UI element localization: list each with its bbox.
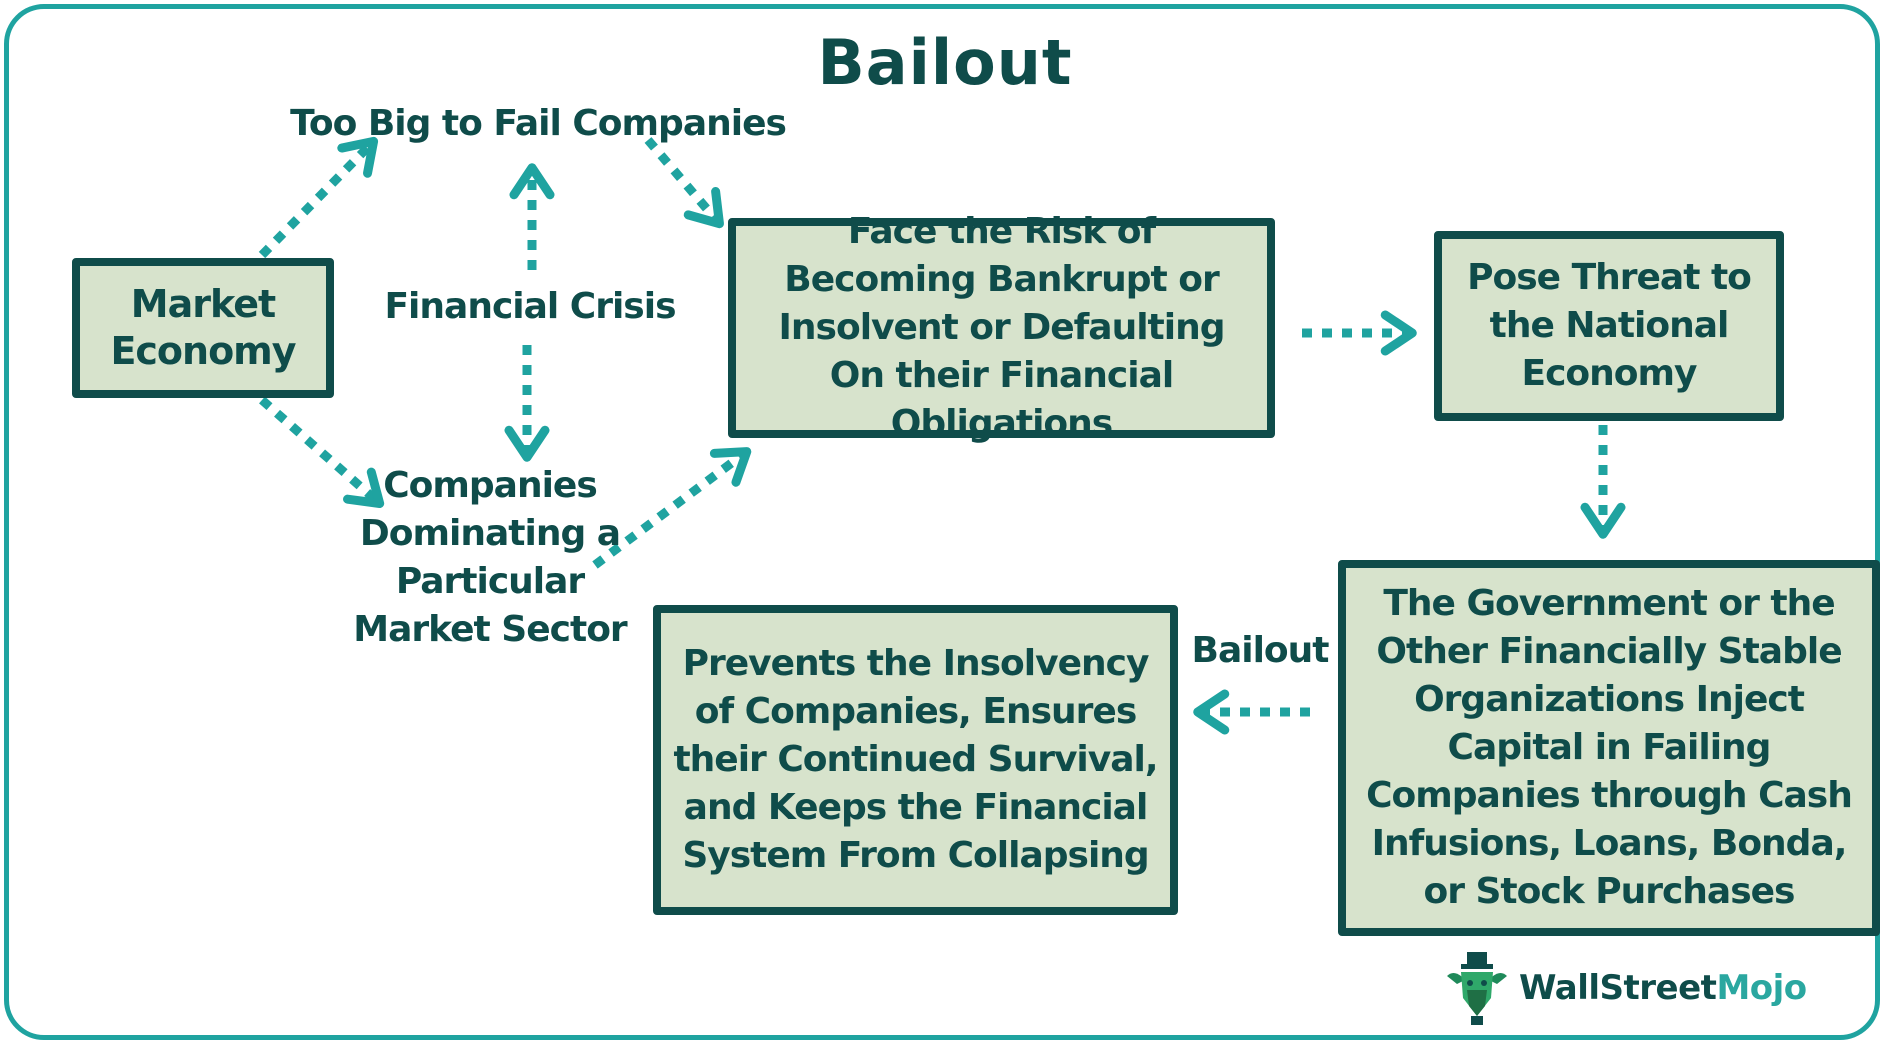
brand-part-1: WallStreet: [1519, 968, 1717, 1008]
pose-threat-label: Pose Threat to the National Economy: [1467, 257, 1752, 394]
arrow-market-to-companies: [259, 396, 385, 508]
bull-mascot-icon: [1447, 952, 1507, 1025]
rounded-frame: [4, 4, 1880, 1040]
prevents-box: Prevents the Insolvency of Companies, En…: [653, 605, 1178, 915]
arrow-too-big-to-face-risk: [644, 137, 724, 229]
financial-crisis-label: Financial Crisis: [384, 286, 676, 327]
government-box: The Government or the Other Financially …: [1338, 560, 1880, 936]
brand-name: WallStreetMojo: [1519, 968, 1807, 1008]
market-economy-label: Market Economy: [110, 281, 296, 374]
face-risk-box: Face the Risk of Becoming Bankrupt or In…: [728, 211, 1275, 444]
market-economy-box: Market Economy: [72, 258, 334, 398]
brand-part-2: Mojo: [1716, 968, 1807, 1008]
arrow-market-to-too-big: [258, 136, 379, 259]
pose-threat-box: Pose Threat to the National Economy: [1434, 231, 1784, 421]
companies-dominating-label: Companies Dominating a Particular Market…: [353, 465, 627, 650]
too-big-label: Too Big to Fail Companies: [290, 103, 787, 144]
bailout-arrow-label: Bailout: [1191, 630, 1330, 671]
government-label: The Government or the Other Financially …: [1366, 583, 1853, 912]
wallstreetmojo-logo: WallStreetMojo: [1445, 948, 1825, 1028]
prevents-label: Prevents the Insolvency of Companies, En…: [673, 643, 1158, 876]
diagram-title: Bailout: [817, 26, 1073, 99]
face-risk-label: Face the Risk of Becoming Bankrupt or In…: [778, 211, 1226, 444]
